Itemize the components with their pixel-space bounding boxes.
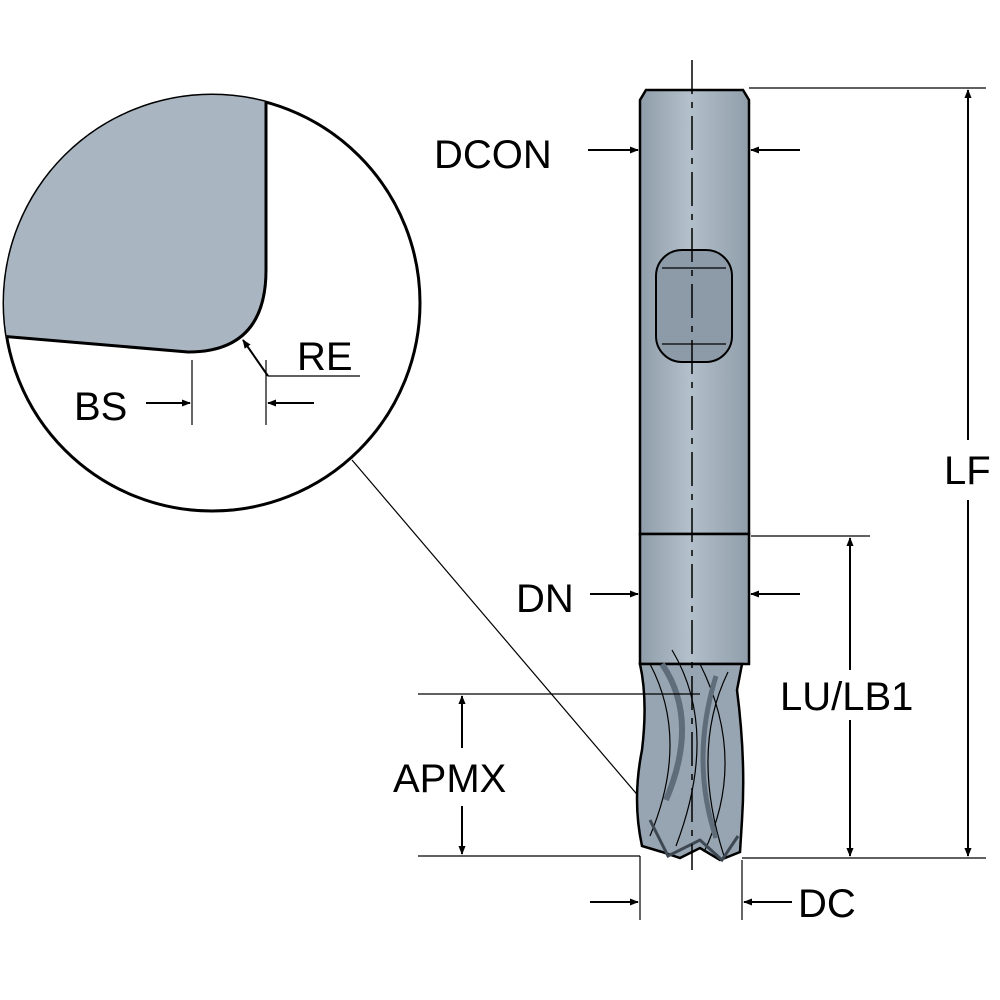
- end-mill-tool: [635, 60, 751, 870]
- label-dc: DC: [798, 882, 856, 926]
- tool-weldon-flat: [655, 249, 733, 363]
- label-lf: LF: [944, 449, 991, 493]
- label-apmx: APMX: [393, 757, 506, 801]
- label-bs: BS: [74, 385, 127, 429]
- detail-tool-corner: [4, 95, 266, 352]
- label-dn: DN: [516, 577, 574, 621]
- label-re: RE: [297, 335, 353, 379]
- label-dcon: DCON: [434, 133, 552, 177]
- detail-tool-edge: [4, 100, 268, 354]
- detail-magnifier: [2, 93, 422, 513]
- tool-neck: [638, 532, 751, 666]
- tool-flutes: [635, 662, 745, 862]
- label-lu-lb1: LU/LB1: [780, 675, 913, 719]
- detail-leader-line: [351, 459, 653, 813]
